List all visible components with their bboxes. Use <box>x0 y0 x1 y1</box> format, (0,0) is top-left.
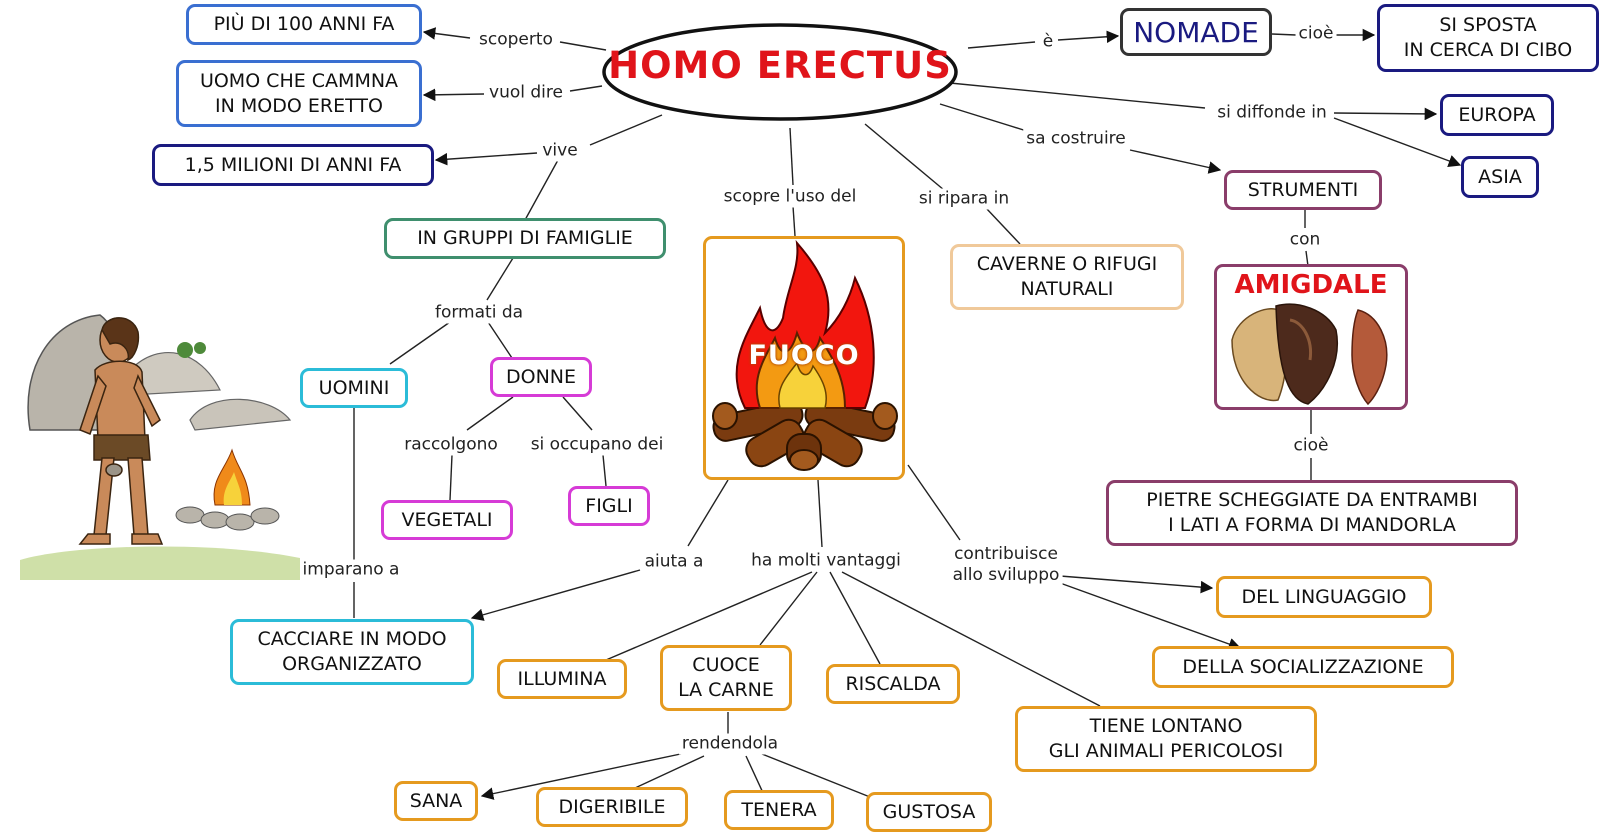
link-label-imparano-a: imparano a <box>299 559 403 581</box>
link-scopre <box>789 127 794 186</box>
link-label-si-occupano: si occupano dei <box>527 434 667 456</box>
fuoco-label: FUOCO <box>748 340 860 371</box>
amigdale-label: AMIGDALE <box>1234 270 1388 300</box>
node-milioni-anni: 1,5 MILIONI DI ANNI FA <box>152 144 434 186</box>
node-si-sposta: SI SPOSTA IN CERCA DI CIBO <box>1377 4 1599 72</box>
link-label-scopre: scopre l'uso del <box>720 186 860 208</box>
node-donne: DONNE <box>490 357 592 397</box>
link-label-si-diffonde: si diffonde in <box>1214 102 1330 124</box>
node-strumenti: STRUMENTI <box>1224 170 1382 210</box>
link-label-formati-da: formati da <box>431 302 527 324</box>
node-cacciare: CACCIARE IN MODO ORGANIZZATO <box>230 619 474 685</box>
link-label-raccolgono: raccolgono <box>401 434 501 456</box>
node-nomade: NOMADE <box>1120 8 1272 56</box>
node-gustosa: GUSTOSA <box>866 792 992 832</box>
link-label-contribuisce: contribuisce allo sviluppo <box>949 544 1063 586</box>
node-pietre: PIETRE SCHEGGIATE DA ENTRAMBI I LATI A F… <box>1106 480 1518 546</box>
node-caverne: CAVERNE O RIFUGI NATURALI <box>950 244 1184 310</box>
central-title: HOMO ERECTUS <box>608 44 952 87</box>
link-label-vantaggi: ha molti vantaggi <box>748 550 904 572</box>
node-illumina: ILLUMINA <box>497 659 627 699</box>
link-label-si-ripara: si ripara in <box>915 188 1013 210</box>
link-label-cioe-nomade: cioè <box>1295 23 1337 45</box>
node-cuoce-carne: CUOCE LA CARNE <box>660 645 792 711</box>
hand-axe-icon <box>1231 303 1388 406</box>
link-vuol-dire <box>569 85 603 92</box>
link-label-scoperto: scoperto <box>476 29 556 51</box>
node-piu-di-100-anni: PIÙ DI 100 ANNI FA <box>186 4 422 45</box>
link-label-cioe-amigdale: cioè <box>1290 435 1332 457</box>
node-riscalda: RISCALDA <box>826 664 960 704</box>
node-tiene-lontano: TIENE LONTANO GLI ANIMALI PERICOLOSI <box>1015 706 1317 772</box>
caveman-illustration <box>20 314 300 580</box>
link-label-aiuta-a: aiuta a <box>641 551 707 573</box>
node-linguaggio: DEL LINGUAGGIO <box>1216 576 1432 618</box>
node-asia: ASIA <box>1461 156 1539 198</box>
node-uomini: UOMINI <box>300 368 408 408</box>
node-uomo-eretto: UOMO CHE CAMMNA IN MODO ERETTO <box>176 60 422 127</box>
link-label-con: con <box>1286 229 1324 251</box>
node-vegetali: VEGETALI <box>381 500 513 540</box>
central-ellipse <box>602 23 958 121</box>
link-scoperto <box>559 41 607 51</box>
node-figli: FIGLI <box>568 486 650 526</box>
link-label-e: è <box>1039 31 1057 53</box>
link-label-vive: vive <box>539 140 581 162</box>
fire-icon <box>712 239 898 471</box>
link-vive <box>589 114 663 146</box>
link-label-rendendola: rendendola <box>678 733 782 755</box>
node-europa: EUROPA <box>1440 94 1554 136</box>
node-gruppi-famiglie: IN GRUPPI DI FAMIGLIE <box>384 218 666 259</box>
node-tenera: TENERA <box>724 790 834 830</box>
node-sana: SANA <box>394 781 478 821</box>
node-digeribile: DIGERIBILE <box>536 787 688 827</box>
link-label-vuol-dire: vuol dire <box>486 82 566 104</box>
link-label-sa-costruire: sa costruire <box>1023 128 1129 150</box>
node-socializzazione: DELLA SOCIALIZZAZIONE <box>1152 646 1454 688</box>
